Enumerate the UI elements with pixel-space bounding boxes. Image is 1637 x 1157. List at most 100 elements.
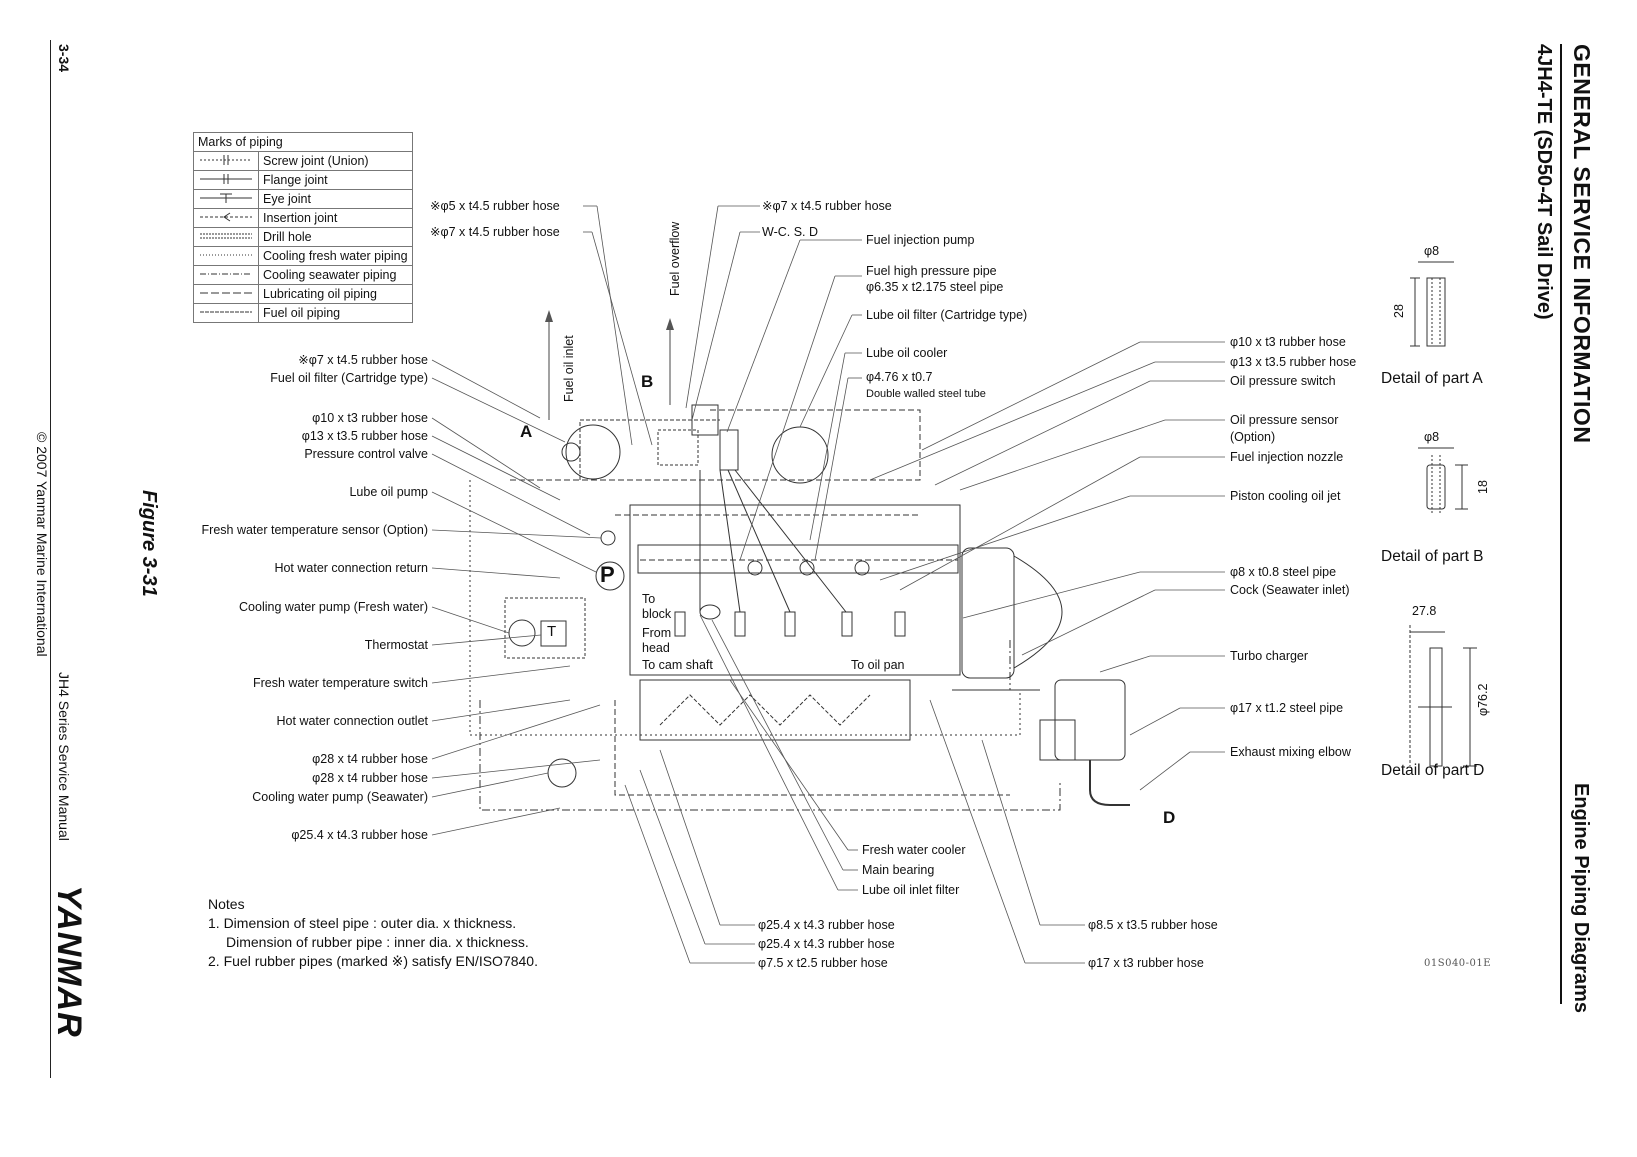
fresh-water-loop: [469, 480, 1021, 736]
right-label: Turbo charger: [1230, 649, 1309, 663]
right-label: Cock (Seawater inlet): [1230, 583, 1350, 597]
hp-pipe-3: [727, 469, 791, 613]
left-label: Cooling water pump (Fresh water): [239, 600, 428, 614]
left-label: φ10 x t3 rubber hose: [312, 411, 428, 425]
drill-hole-symbol: [200, 233, 252, 238]
oil-jet-1: [747, 560, 763, 576]
legend-row: Eye joint: [193, 189, 413, 209]
fuel-overflow-arrow: [666, 318, 674, 330]
seawater-line-symbol: [200, 273, 252, 274]
notes-title: Notes: [208, 896, 245, 912]
engine-block-outline: [629, 504, 961, 676]
left-label: Fresh water temperature sensor (Option): [201, 523, 428, 537]
detail-d-len: φ76.2: [1476, 683, 1490, 716]
fresh-water-pump-body: [508, 619, 536, 647]
hose-label-top-b: ※φ7 x t4.5 rubber hose: [430, 225, 560, 239]
right-label: Fuel injection nozzle: [1230, 450, 1344, 464]
hp-pipe-4: [734, 469, 847, 613]
to-block-label-2: block: [642, 607, 672, 621]
lube-pump-marker: P: [600, 562, 615, 587]
detail-a-drawing: [1410, 261, 1454, 347]
right-label: Oil pressure sensor: [1230, 413, 1339, 427]
bottom-label: φ25.4 x t4.3 rubber hose: [758, 918, 895, 932]
left-label: Hot water connection outlet: [276, 714, 428, 728]
lube-oil-line-symbol: [200, 292, 252, 293]
cylinder-head-outline: [637, 544, 959, 574]
fuel-hp-pipe-label: Fuel high pressure pipe: [866, 264, 997, 278]
detail-d-title: Detail of part D: [1381, 762, 1485, 779]
inlet-filter: [699, 604, 721, 620]
thermostat-marker: T: [547, 623, 557, 640]
left-label: Fresh water temperature switch: [252, 676, 428, 690]
injection-pump-head: [657, 429, 699, 466]
insertion-joint-symbol: [200, 212, 252, 221]
right-label: Piston cooling oil jet: [1230, 489, 1341, 503]
left-label: Hot water connection return: [274, 561, 428, 575]
turbo-flange: [1039, 719, 1076, 761]
left-label: φ25.4 x t4.3 rubber hose: [291, 828, 428, 842]
detail-a-len: 28: [1392, 304, 1406, 318]
detail-a-title: Detail of part A: [1381, 370, 1483, 387]
fuel-hp-pipe-dim: φ6.35 x t2.175 steel pipe: [866, 280, 1004, 294]
screw-joint-symbol: [200, 154, 252, 165]
lube-cooler-label: Lube oil cooler: [866, 346, 948, 360]
note-line-3: 2. Fuel rubber pipes (marked ※) satisfy …: [208, 953, 538, 969]
lube-inlet-filter-label: Lube oil inlet filter: [862, 883, 960, 897]
lube-filter-label: Lube oil filter (Cartridge type): [866, 308, 1028, 322]
right-label: Oil pressure switch: [1230, 374, 1336, 388]
right-label: (Option): [1230, 430, 1276, 444]
fuel-oil-inlet-label: Fuel oil inlet: [562, 335, 576, 402]
main-bearing-label: Main bearing: [862, 863, 935, 877]
exhaust-elbow: [1089, 760, 1130, 806]
bottom-label: φ17 x t3 rubber hose: [1088, 956, 1204, 970]
lube-oil-filter-body: [771, 426, 829, 484]
hp-pipe-2: [719, 469, 741, 613]
detail-b-drawing: [1418, 447, 1468, 515]
to-cam-shaft-label: To cam shaft: [642, 658, 713, 672]
left-label: φ28 x t4 rubber hose: [312, 752, 428, 766]
fuel-injection-pump-label: Fuel injection pump: [866, 233, 975, 247]
detail-b-title: Detail of part B: [1381, 548, 1484, 565]
cooler-coil: [659, 694, 871, 726]
injection-pump-block: [719, 429, 739, 471]
fuel-inlet-arrow: [545, 310, 553, 322]
fuel-oil-line-symbol: [200, 311, 252, 312]
fw-pump-housing: [504, 597, 586, 659]
legend-row: Fuel oil piping: [193, 303, 413, 323]
left-label: φ13 x t3.5 rubber hose: [301, 429, 428, 443]
fuel-feed-pump: [561, 442, 581, 462]
tube-desc-label: Double walled steel tube: [866, 388, 986, 400]
nozzle-4: [841, 611, 853, 637]
eye-joint-symbol: [200, 193, 252, 203]
left-label: Pressure control valve: [304, 447, 428, 461]
lube-loop: [510, 409, 921, 481]
fuel-loop: [579, 419, 720, 480]
part-marker-b: B: [641, 372, 654, 391]
detail-d-dia: 27.8: [1412, 604, 1437, 618]
right-label: φ13 x t3.5 rubber hose: [1230, 355, 1357, 369]
nozzle-1: [674, 611, 686, 637]
seawater-loop: [479, 700, 1061, 811]
fresh-water-cooler-label: Fresh water cooler: [862, 843, 966, 857]
nozzle-3: [784, 611, 796, 637]
bottom-label: φ25.4 x t4.3 rubber hose: [758, 937, 895, 951]
fresh-water-cooler-outline: [639, 679, 911, 741]
detail-b-dia: φ8: [1424, 430, 1440, 444]
flywheel-arc: [1013, 555, 1063, 669]
to-block-label: To: [642, 592, 656, 606]
detail-b-len: 18: [1476, 480, 1490, 494]
part-marker-a: A: [520, 422, 533, 441]
detail-a-dia: φ8: [1424, 244, 1440, 258]
bottom-label: φ7.5 x t2.5 rubber hose: [758, 956, 888, 970]
hose-label-top-a: ※φ5 x t4.5 rubber hose: [430, 199, 560, 213]
left-label: φ28 x t4 rubber hose: [312, 771, 428, 785]
piping-legend: Marks of piping Screw joint (Union) Flan…: [193, 132, 413, 323]
to-oil-pan-label: To oil pan: [851, 658, 905, 672]
oil-jet-3: [854, 560, 870, 576]
legend-row: Lubricating oil piping: [193, 284, 413, 304]
flange-joint-symbol: [200, 173, 252, 184]
right-label: φ17 x t1.2 steel pipe: [1230, 701, 1344, 715]
fuel-filter-body: [565, 424, 621, 480]
notes-block: Notes 1. Dimension of steel pipe : outer…: [208, 895, 538, 971]
